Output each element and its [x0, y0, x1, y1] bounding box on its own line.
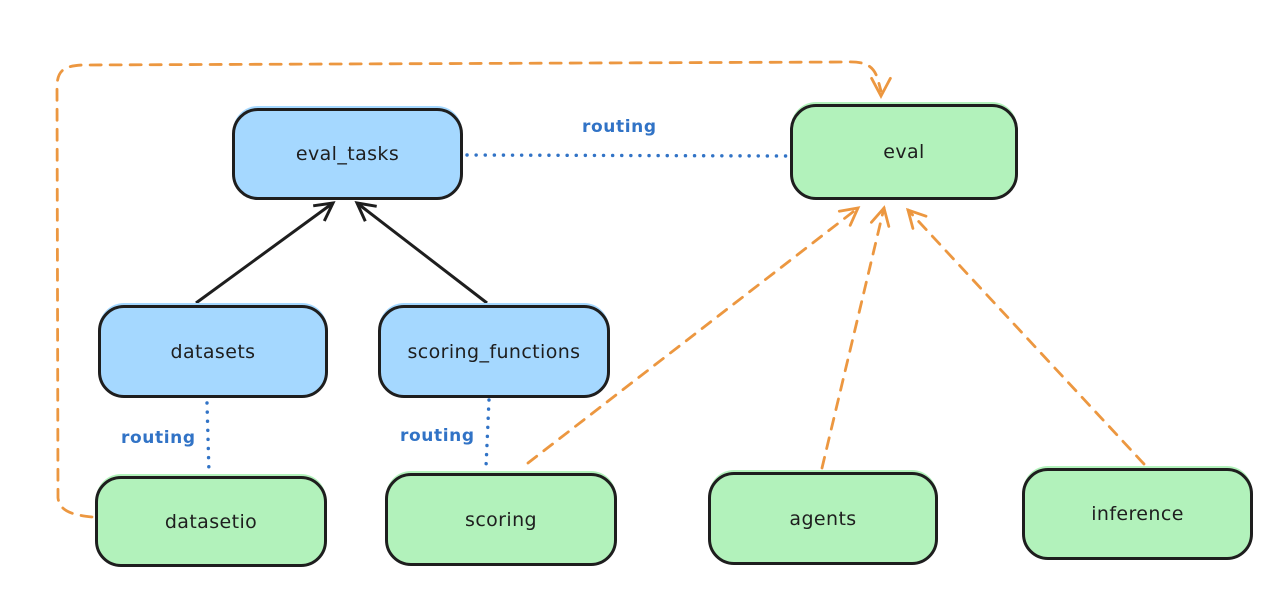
routing-label-scoring-functions-scoring: routing [400, 426, 475, 446]
node-inference-label: inference [1091, 503, 1184, 525]
node-agents-label: agents [789, 507, 857, 530]
node-agents: agents [708, 472, 938, 565]
node-datasetio-label: datasetio [164, 510, 258, 533]
edge-datasets-to-datasetio-dotted [205, 401, 211, 475]
edge-scoring-functions-to-scoring-dotted [484, 398, 491, 469]
node-inference: inference [1022, 468, 1253, 560]
node-datasets: datasets [98, 305, 328, 398]
node-eval-tasks: eval_tasks [232, 108, 463, 200]
node-scoring: scoring [385, 473, 617, 566]
node-eval-tasks-label: eval_tasks [295, 143, 400, 165]
edge-eval-tasks-to-eval-dotted [465, 153, 788, 158]
node-scoring-functions-label: scoring_functions [407, 340, 581, 363]
routing-label-datasets-datasetio: routing [121, 428, 196, 448]
node-eval-label: eval [883, 141, 925, 163]
node-scoring-label: scoring [465, 508, 537, 531]
node-eval: eval [790, 104, 1018, 200]
edge-datasetio-to-eval-dashed [55, 60, 892, 519]
edge-datasets-to-eval-tasks [195, 201, 336, 305]
edge-inference-to-eval-dashed [905, 207, 1146, 466]
node-datasets-label: datasets [170, 340, 256, 363]
routing-label-eval-tasks-eval: routing [582, 117, 657, 137]
node-datasetio: datasetio [95, 476, 327, 567]
node-scoring-functions: scoring_functions [378, 305, 610, 398]
edge-agents-to-eval-dashed [820, 205, 891, 470]
edge-scoring-functions-to-eval-tasks [354, 201, 488, 305]
